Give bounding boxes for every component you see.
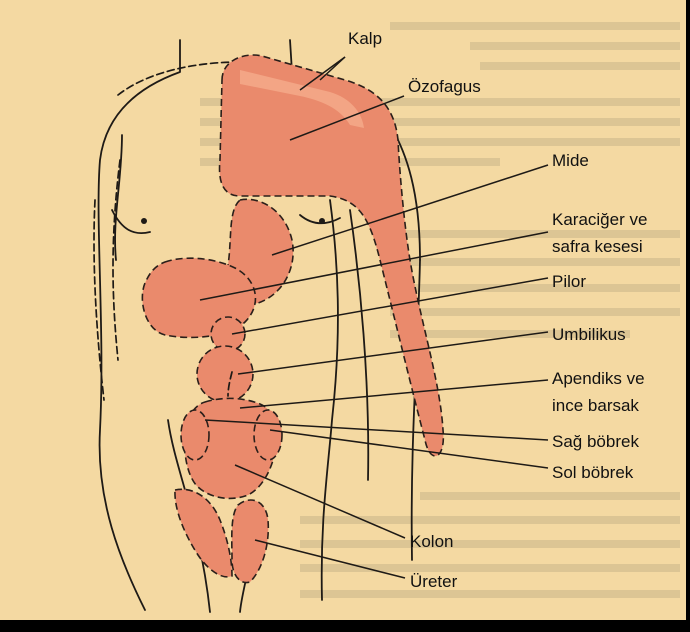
label-stomach: Mide [552,151,589,170]
label-umbilicus: Umbilikus [552,325,626,344]
right-nipple [141,218,147,224]
right-kidney [181,410,209,460]
label-ureter: Üreter [410,572,458,591]
label-esophagus: Özofagus [408,77,481,96]
label-colon: Kolon [410,532,453,551]
label-pylorus: Pilor [552,272,586,291]
umbilicus [197,346,253,402]
left-kidney [254,410,282,460]
label-liver-line2: safra kesesi [552,237,643,256]
label-right-kidney: Sağ böbrek [552,432,639,451]
label-heart: Kalp [348,29,382,48]
label-appendix-line2: ince barsak [552,396,639,415]
label-left-kidney: Sol böbrek [552,463,634,482]
label-appendix-line1: Apendiks ve [552,369,645,388]
label-liver-line1: Karaciğer ve [552,210,647,229]
